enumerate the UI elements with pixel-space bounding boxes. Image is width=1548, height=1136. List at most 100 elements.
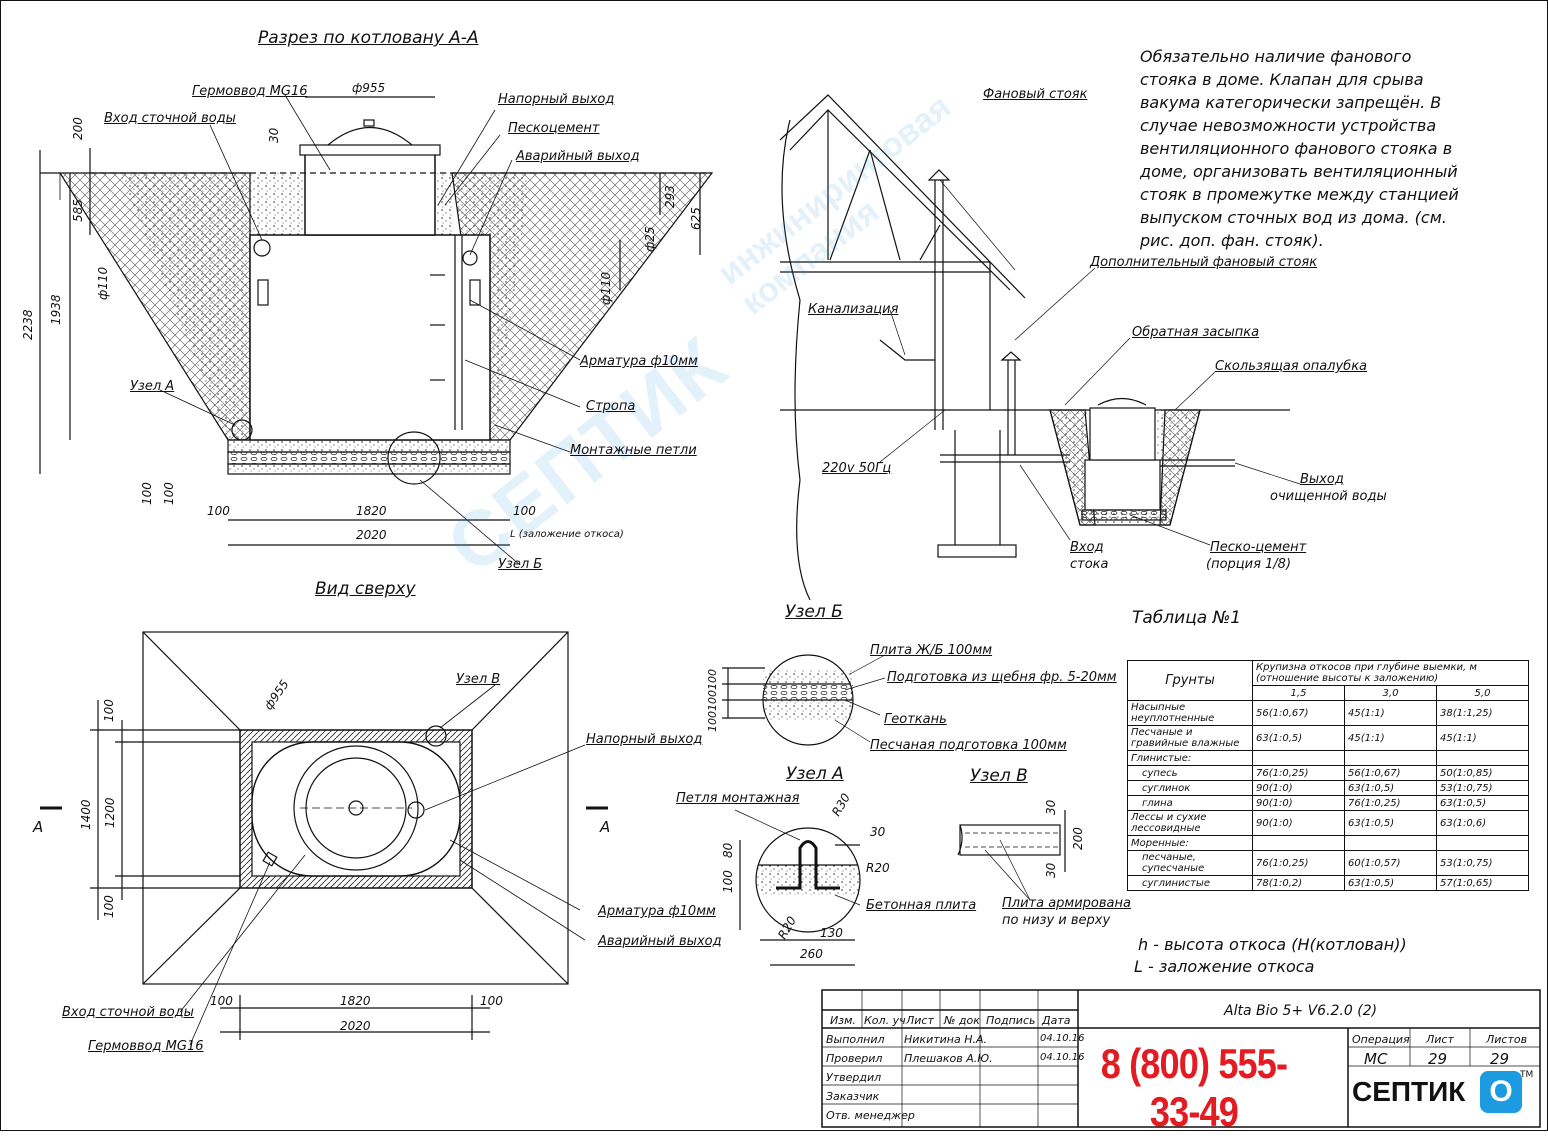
label-napor-vyhod: Напорный выход	[498, 92, 615, 107]
label-vhod-top: Вход сточной воды	[62, 1005, 194, 1020]
table-cell-soil: супесь	[1127, 765, 1253, 781]
uzel-a-d30: 30	[870, 825, 886, 839]
label-avar-vyhod: Аварийный выход	[516, 149, 640, 164]
section-aa-title: Разрез по котловану А-А	[258, 28, 479, 48]
stamp-podpis: Подпись	[986, 1014, 1036, 1027]
legend-h: h - высота откоса (Н(котлован))	[1138, 935, 1407, 954]
label-armatura-top: Арматура ф10мм	[598, 904, 716, 919]
label-vhod-stochnoy: Вход сточной воды	[104, 111, 236, 126]
legend-L: L - заложение откоса	[1134, 957, 1315, 976]
uzel-b-layer-4: Песчаная подготовка 100мм	[870, 738, 1067, 753]
stamp-r2-name: Плешаков А.Ю.	[904, 1052, 993, 1065]
uzel-v-title: Узел В	[970, 766, 1028, 786]
stamp-r4: Заказчик	[826, 1090, 880, 1103]
table-cell-soil: Лессы и сухие лессовидные	[1127, 810, 1253, 836]
table-cell-value: 60(1:0,57)	[1344, 850, 1437, 876]
uzel-b-layer-1: Плита Ж/Б 100мм	[870, 643, 993, 658]
table-cell-soil: Песчаные и гравийные влажные	[1127, 725, 1253, 751]
uzel-a-petlya: Петля монтажная	[676, 791, 800, 806]
uzel-a-d260: 260	[800, 947, 823, 961]
dim-top-2020: 2020	[340, 1019, 371, 1033]
stamp-r2-date: 04.10.16	[1040, 1052, 1085, 1063]
table-cell-value: 45(1:1)	[1344, 725, 1437, 751]
uzel-a-drawing	[734, 809, 861, 966]
label-opalubka: Скользящая опалубка	[1215, 359, 1368, 374]
table-cell-soil: Насыпные неуплотненные	[1127, 700, 1253, 726]
stamp-ndok: № док	[944, 1014, 980, 1027]
stamp-model: Alta Bio 5+ V6.2.0 (2)	[1224, 1003, 1378, 1019]
label-avar-vyhod-top: Аварийный выход	[598, 934, 722, 949]
stamp-list-head: Лист	[1426, 1033, 1454, 1046]
label-vhod-stoka-1: Вход	[1070, 540, 1104, 555]
table-cell-value: 63(1:0,5)	[1344, 810, 1437, 836]
stamp-r1-date: 04.10.16	[1040, 1033, 1085, 1044]
label-pesko-cement-2: (порция 1/8)	[1206, 557, 1292, 572]
table-header-slope: Крупизна откосов при глубине выемки, м (…	[1252, 660, 1529, 686]
uzel-a-plita: Бетонная плита	[866, 898, 977, 913]
label-obratnaya-zasypka: Обратная засыпка	[1132, 325, 1260, 340]
table-cell-soil: суглинистые	[1127, 875, 1253, 891]
table-cell-soil: суглинок	[1127, 780, 1253, 796]
stamp-izm: Изм.	[830, 1014, 856, 1027]
logo-o-icon: О	[1480, 1071, 1522, 1113]
label-L: L (заложение откоса)	[510, 529, 624, 540]
table-cell-value	[1344, 750, 1437, 766]
table-depth-2: 5,0	[1436, 685, 1529, 701]
table-cell-value: 53(1:0,75)	[1436, 780, 1529, 796]
label-vhod-stoka-2: стока	[1070, 557, 1109, 572]
table-cell-value: 56(1:0,67)	[1252, 700, 1345, 726]
label-uzel-v: Узел В	[456, 672, 501, 687]
table-cell-value: 38(1:1,25)	[1436, 700, 1529, 726]
section-mark-left: A	[33, 818, 44, 836]
label-uzel-a: Узел А	[130, 379, 175, 394]
table-row: Моренные:	[1127, 835, 1529, 851]
stamp-kol: Кол. уч	[864, 1014, 906, 1027]
phone-number: 8 (800) 555-33-49	[1100, 1040, 1288, 1135]
table-cell-value: 53(1:0,75)	[1436, 850, 1529, 876]
logo-tm: TM	[1520, 1070, 1534, 1080]
uzel-b-dims: 100100100	[706, 669, 719, 732]
dim-w100-left: 100	[207, 504, 230, 518]
table-cell-soil: песчаные, супесчаные	[1127, 850, 1253, 876]
label-montazh-petli: Монтажные петли	[570, 443, 697, 458]
table-depth-0: 1,5	[1252, 685, 1345, 701]
dim-2020: 2020	[356, 528, 387, 542]
dim-1820: 1820	[356, 504, 387, 518]
table-cell-value: 63(1:0,5)	[1436, 795, 1529, 811]
dim-100-b: 100	[162, 482, 176, 505]
company-logo: СЕПТИК О TM	[1352, 1070, 1534, 1118]
dim-d110-right: ф110	[599, 271, 613, 305]
dim-625: 625	[689, 207, 703, 230]
uzel-a-d100: 100	[721, 870, 735, 893]
uzel-v-plita-2: по низу и верху	[1002, 913, 1111, 928]
stamp-data: Дата	[1042, 1014, 1071, 1027]
uzel-v-drawing	[957, 810, 1066, 901]
dim-top-100-top: 100	[102, 699, 116, 722]
uzel-v-d30-top: 30	[1044, 799, 1058, 815]
uzel-b-layer-2: Подготовка из щебня фр. 5-20мм	[887, 670, 1117, 685]
label-vyhod-2: очищенной воды	[1270, 489, 1387, 504]
table-cell-value: 63(1:0,5)	[1252, 725, 1345, 751]
table-cell-value: 45(1:1)	[1436, 725, 1529, 751]
label-peskocement: Пескоцемент	[508, 121, 600, 136]
table-cell-value: 63(1:0,5)	[1344, 875, 1437, 891]
dim-200: 200	[71, 117, 85, 140]
stamp-list: Лист	[906, 1014, 934, 1027]
table-cell-value: 56(1:0,67)	[1344, 765, 1437, 781]
stamp-listov-head: Листов	[1486, 1033, 1528, 1046]
house-scheme-drawing	[779, 94, 1301, 601]
table-title: Таблица №1	[1132, 608, 1242, 628]
table-cell-soil: Моренные:	[1127, 835, 1253, 851]
table-cell-value: 50(1:0,85)	[1436, 765, 1529, 781]
label-fan-stoyak: Фановый стояк	[983, 87, 1088, 102]
